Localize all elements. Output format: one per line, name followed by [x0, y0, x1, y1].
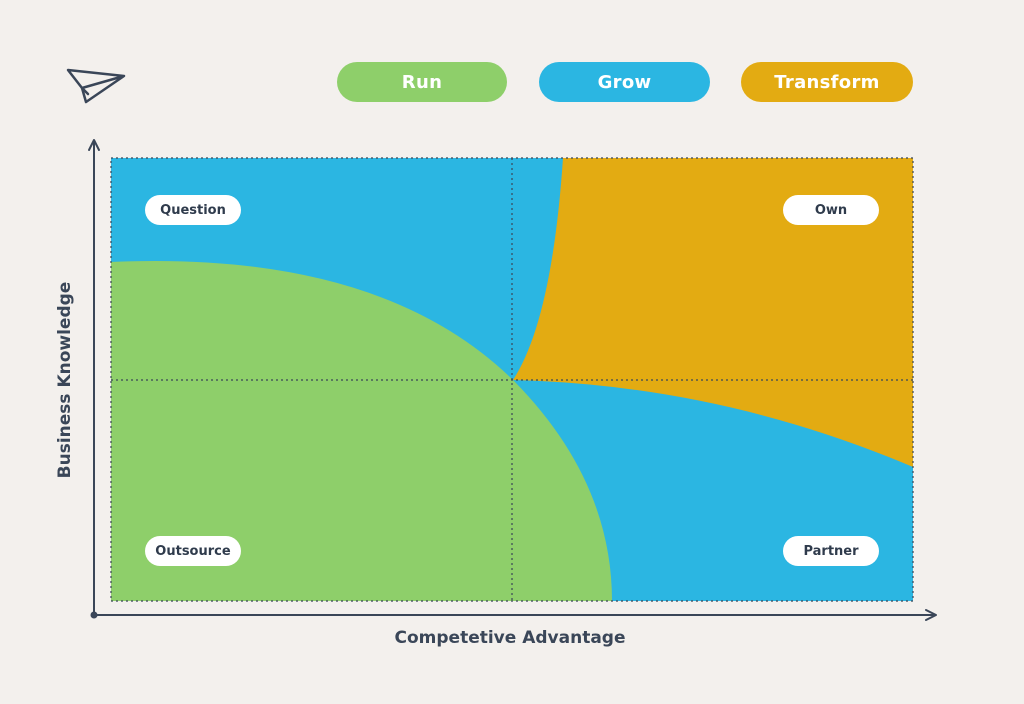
legend-transform-label: Transform	[774, 71, 880, 93]
quadrant-label-question: Question	[145, 195, 241, 225]
quadrant-label-outsource: Outsource	[145, 536, 241, 566]
legend-transform: Transform	[741, 62, 913, 102]
x-axis-arrow	[925, 609, 937, 621]
legend-grow: Grow	[539, 62, 710, 102]
legend-run: Run	[337, 62, 507, 102]
quadrant-label-partner: Partner	[783, 536, 879, 566]
legend-grow-label: Grow	[597, 71, 652, 93]
transform-region	[513, 158, 913, 467]
paper-plane-icon	[66, 68, 126, 104]
x-axis-label: Competetive Advantage	[394, 628, 626, 648]
y-axis-label: Business Knowledge	[55, 281, 75, 479]
axis-origin	[90, 611, 98, 619]
legend-run-label: Run	[401, 71, 443, 93]
quadrant-label-own: Own	[783, 195, 879, 225]
run-region	[111, 260, 612, 601]
y-axis-arrow	[88, 139, 100, 151]
